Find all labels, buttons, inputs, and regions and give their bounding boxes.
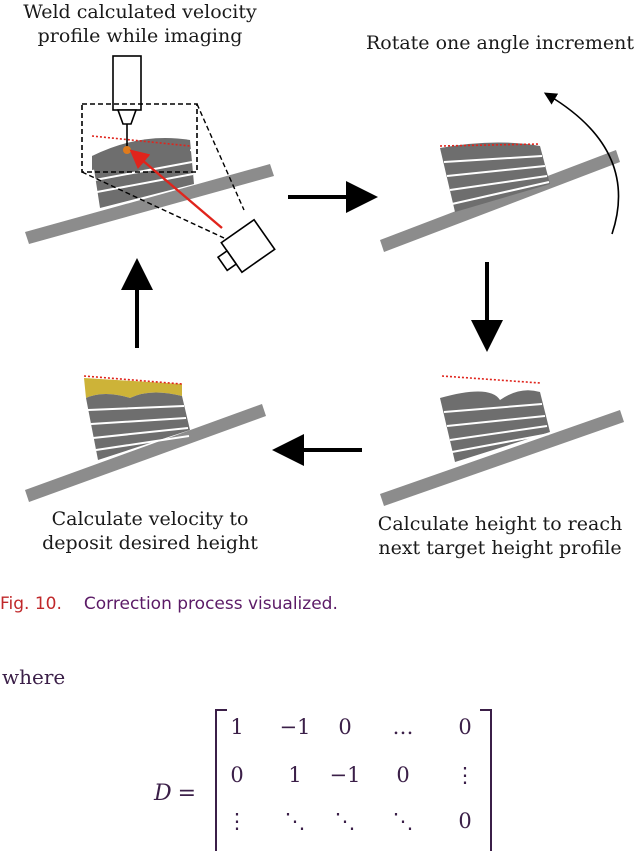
label-velocity-line2: deposit desired height [42,532,258,554]
equals-sign: = [177,781,197,806]
torch-nozzle [116,109,138,125]
matrix-cell: 0 [458,809,472,833]
panel-height [380,375,624,506]
label-weld-step: Weld calculated velocity profile while i… [0,0,280,48]
matrix-bracket-left [215,709,227,851]
panel-rotate [380,92,620,252]
matrix-cell: ⋱ [284,809,306,833]
torch-body [112,55,142,111]
layer-dividers [443,155,550,205]
zoom-box [81,103,198,173]
substrate-plate [380,150,620,252]
matrix-cell: −1 [279,715,311,739]
caption-text: Correction process visualized. [83,594,338,614]
target-height-line [83,375,183,385]
label-rotate-line1: Rotate one angle increment [365,32,635,54]
matrix-cell: 0 [396,763,410,787]
layer-stack [440,390,550,462]
label-height-step: Calculate height to reach next target he… [360,512,640,560]
matrix-cell: 0 [230,763,244,787]
matrix-cell: ⋱ [334,809,356,833]
matrix-cell: ⋮ [454,763,476,787]
matrix-cell: 0 [458,715,472,739]
camera-view-arrow [129,149,223,229]
matrix-equation: D= 1 −1 0 … 0 0 1 −1 0 ⋮ ⋮ ⋱ ⋱ ⋱ 0 [150,705,510,851]
body-text-where: where [2,665,66,689]
label-weld-line1: Weld calculated velocity [23,1,257,23]
camera-icon [216,218,276,274]
matrix-cell: 1 [288,763,302,787]
substrate-plate [380,410,624,506]
panel-velocity [25,375,266,502]
rotation-arrow [543,92,620,235]
substrate-plate [25,404,266,502]
process-diagram [25,55,624,506]
label-height-line2: next target height profile [378,537,622,559]
label-rotate-step: Rotate one angle increment [360,31,640,55]
lhs-symbol: D [154,781,172,806]
figure-caption: Fig. 10. Correction process visualized. [0,594,338,614]
camera-fov-top [196,103,245,211]
layer-dividers [443,403,550,453]
weld-pool [123,146,131,154]
target-height-line [439,143,541,147]
target-height-line [91,135,191,147]
matrix-cell: 1 [230,715,244,739]
label-weld-line2: profile while imaging [37,25,243,47]
target-height-line [441,375,541,384]
panel-weld [25,55,276,274]
label-velocity-line1: Calculate velocity to [51,508,249,530]
matrix-cell: −1 [329,763,361,787]
layer-dividers [87,405,190,451]
matrix-bracket-right [480,709,492,851]
matrix-cell: ⋮ [226,809,248,833]
camera-fov-bottom [81,171,225,239]
matrix-cell: ⋱ [392,809,414,833]
label-height-line1: Calculate height to reach [377,513,623,535]
deposit-region [84,378,182,398]
matrix-cell: 0 [338,715,352,739]
equation-lhs: D= [154,781,196,806]
figure-number: Fig. 10. [0,594,62,614]
label-velocity-step: Calculate velocity to deposit desired he… [10,507,290,555]
matrix-cell: … [392,715,414,739]
